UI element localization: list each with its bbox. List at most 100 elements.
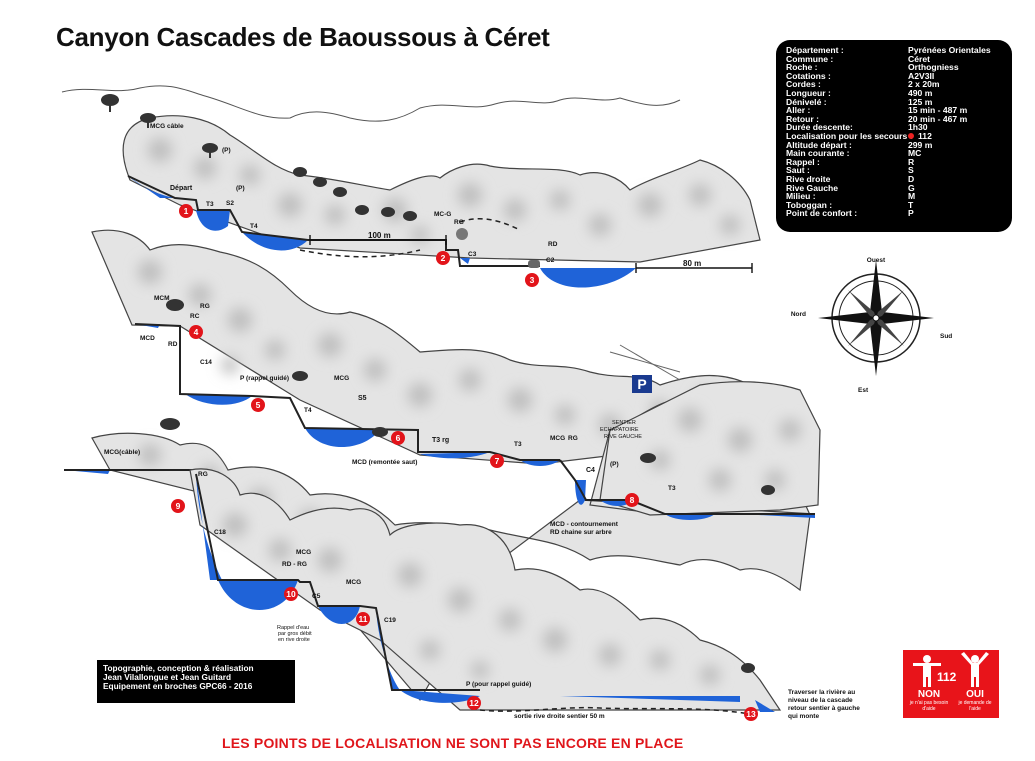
info-key: Rappel : xyxy=(786,156,820,167)
waypoint-7: 7 xyxy=(490,454,504,468)
label-mcd: MCD xyxy=(140,335,155,342)
label-sentier2: ECHAPATOIRE xyxy=(600,427,639,433)
info-value: 490 m xyxy=(908,87,933,98)
label-traverse4: qui monte xyxy=(788,713,819,720)
info-key: Toboggan : xyxy=(786,199,833,210)
waypoint-3: 3 xyxy=(525,273,539,287)
label-c3: C3 xyxy=(468,251,477,258)
label-s2: S2 xyxy=(226,200,234,207)
info-row: Point de confort : P xyxy=(786,209,1004,218)
info-key: Commune : xyxy=(786,53,834,64)
waypoint-markers: 1 2 3 4 5 6 7 8 9 10 11 12 13 xyxy=(171,204,758,721)
sos-yes-sub: je demande de l'aide xyxy=(958,700,992,712)
waypoint-12: 12 xyxy=(467,696,481,710)
label-mcg-cable: MCG câble xyxy=(150,123,184,130)
svg-text:3: 3 xyxy=(530,275,535,285)
info-key: Point de confort : xyxy=(786,208,858,219)
info-row: Cotations :A2V3II xyxy=(786,72,1004,81)
label-mcg2: MCG xyxy=(334,375,349,382)
info-value: T xyxy=(908,199,914,210)
compass-west: Ouest xyxy=(867,257,886,264)
info-value: A2V3II xyxy=(908,70,935,81)
info-key: Saut : xyxy=(786,165,810,176)
label-p-rappel2: P (pour rappel guidé) xyxy=(466,681,531,688)
warning-text: LES POINTS DE LOCALISATION NE SONT PAS E… xyxy=(222,735,684,751)
compass-east: Est xyxy=(858,387,869,394)
distance-80m: 80 m xyxy=(683,259,701,268)
info-row: Cordes :2 x 20m xyxy=(786,80,1004,89)
info-value: G xyxy=(908,182,915,193)
info-value: 112 xyxy=(908,132,932,141)
section-row-1 xyxy=(61,85,761,288)
label-t4b: T4 xyxy=(304,407,312,414)
credits-line-3: Equipement en broches GPC66 - 2016 xyxy=(103,681,253,691)
svg-text:5: 5 xyxy=(256,400,261,410)
label-p3: (P) xyxy=(610,461,619,468)
svg-text:7: 7 xyxy=(495,456,500,466)
info-row: Commune :Céret xyxy=(786,53,1004,64)
info-key: Dénivelé : xyxy=(786,96,827,107)
credits-box: Topographie, conception & réalisation Je… xyxy=(97,660,295,703)
credits-line-2: Jean Vilallongue et Jean Guitard xyxy=(103,672,232,682)
label-mcg5: MCG xyxy=(346,579,361,586)
compass-south: Sud xyxy=(940,333,952,340)
svg-text:2: 2 xyxy=(441,253,446,263)
label-p: (P) xyxy=(222,147,231,154)
info-key: Aller : xyxy=(786,105,811,116)
svg-text:9: 9 xyxy=(176,501,181,511)
label-sentier3: RIVE GAUCHE xyxy=(604,434,642,440)
svg-text:10: 10 xyxy=(286,589,296,599)
info-row: Main courante :MC xyxy=(786,149,1004,158)
info-value: M xyxy=(908,191,916,202)
sos-no-sub: je n'ai pas besoin d'aide xyxy=(909,700,949,712)
label-c14: C14 xyxy=(200,359,212,366)
label-sortie: sortie rive droite sentier 50 m xyxy=(514,713,605,720)
info-key: Rive droite xyxy=(786,173,831,184)
sos-no-label: NON xyxy=(917,689,941,700)
label-rdrg: RD - RG xyxy=(282,561,307,568)
label-mcd-cont2: RD chaine sur arbre xyxy=(550,529,612,536)
info-key: Département : xyxy=(786,45,844,55)
label-mcg3: MCG xyxy=(550,435,565,442)
info-row: Milieu : M xyxy=(786,192,1004,201)
label-p2: (P) xyxy=(236,185,245,192)
waypoint-9: 9 xyxy=(171,499,185,513)
label-rappel-eau3: en rive droite xyxy=(278,637,310,643)
parking-sign: P xyxy=(637,376,646,392)
info-value: P xyxy=(908,208,914,219)
label-p-rappel: P (rappel guidé) xyxy=(240,375,289,382)
label-t4: T4 xyxy=(250,223,258,230)
label-t3b: T3 xyxy=(514,441,522,448)
sos-yes-label: OUI xyxy=(966,689,984,700)
info-row: Retour :20 min - 467 m xyxy=(786,115,1004,124)
label-rg: RG xyxy=(454,219,464,226)
info-value: S xyxy=(908,165,914,176)
waypoint-2: 2 xyxy=(436,251,450,265)
info-key: Localisation pour les secours : xyxy=(786,130,913,141)
label-traverse2: niveau de la cascade xyxy=(788,697,853,704)
label-sentier1: SENTIER xyxy=(612,420,636,426)
info-key: Milieu : xyxy=(786,191,816,202)
label-mcg4: MCG xyxy=(296,549,311,556)
label-mcg-cable2: MCG(câble) xyxy=(104,449,140,456)
svg-text:4: 4 xyxy=(194,327,199,337)
info-value: 299 m xyxy=(908,139,933,150)
info-row: Rappel :R xyxy=(786,158,1004,167)
label-mcd-saut: MCD (remontée saut) xyxy=(352,459,417,466)
label-t3: T3 xyxy=(206,201,214,208)
info-key: Roche : xyxy=(786,62,818,73)
sos-number: 112 xyxy=(937,670,957,684)
info-value: Orthogniess xyxy=(908,62,959,73)
svg-text:8: 8 xyxy=(630,495,635,505)
waypoint-6: 6 xyxy=(391,431,405,445)
svg-text:11: 11 xyxy=(359,614,368,624)
info-value: 125 m xyxy=(908,96,933,107)
waypoint-13: 13 xyxy=(744,707,758,721)
label-t3c: T3 xyxy=(668,485,676,492)
waypoint-5: 5 xyxy=(251,398,265,412)
label-s5: S5 xyxy=(358,395,367,402)
label-depart: Départ xyxy=(170,185,193,192)
label-c2: C2 xyxy=(546,257,555,264)
